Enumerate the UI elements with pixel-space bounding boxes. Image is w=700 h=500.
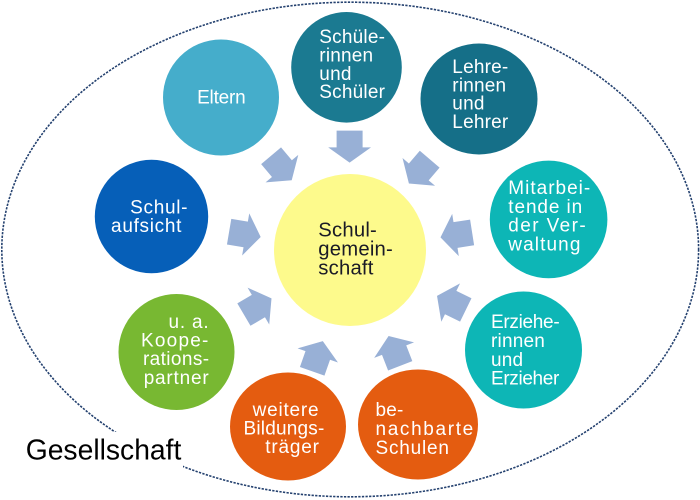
svg-text:waltung: waltung [507,235,581,256]
svg-text:nachbarte: nachbarte [376,419,475,440]
svg-text:partner: partner [144,368,210,389]
svg-text:Schüler: Schüler [319,82,385,103]
svg-text:träger: träger [265,437,319,458]
svg-text:Eltern: Eltern [197,88,245,109]
svg-text:und: und [491,350,523,371]
svg-text:rations-: rations- [143,349,210,370]
svg-text:u. a.: u. a. [169,312,210,333]
svg-text:rinnen: rinnen [452,75,506,96]
svg-text:schaft: schaft [318,257,373,279]
svg-text:Mitarbei-: Mitarbei- [508,178,591,199]
svg-text:Gesellschaft: Gesellschaft [26,434,182,466]
svg-text:rinnen: rinnen [491,331,545,352]
svg-text:Lehrer: Lehrer [452,112,509,133]
svg-text:gemein-: gemein- [318,239,393,261]
svg-text:aufsicht: aufsicht [111,216,182,237]
svg-text:und: und [452,94,484,115]
svg-text:Koope-: Koope- [141,330,209,351]
svg-text:der Ver-: der Ver- [508,216,587,237]
svg-text:rinnen: rinnen [319,46,373,67]
svg-text:Schul-: Schul- [318,220,377,242]
svg-text:Bildungs-: Bildungs- [243,418,324,439]
svg-text:Schulen: Schulen [376,438,450,459]
svg-text:Schüle-: Schüle- [319,27,385,48]
svg-text:Lehre-: Lehre- [452,57,508,78]
svg-text:Erziehe-: Erziehe- [491,312,559,333]
svg-text:tende in: tende in [508,197,583,218]
svg-text:be-: be- [376,400,404,421]
svg-text:Erzieher: Erzieher [491,369,560,390]
svg-text:Schul-: Schul- [130,197,188,218]
svg-text:weitere: weitere [252,400,320,421]
svg-text:und: und [319,64,351,85]
